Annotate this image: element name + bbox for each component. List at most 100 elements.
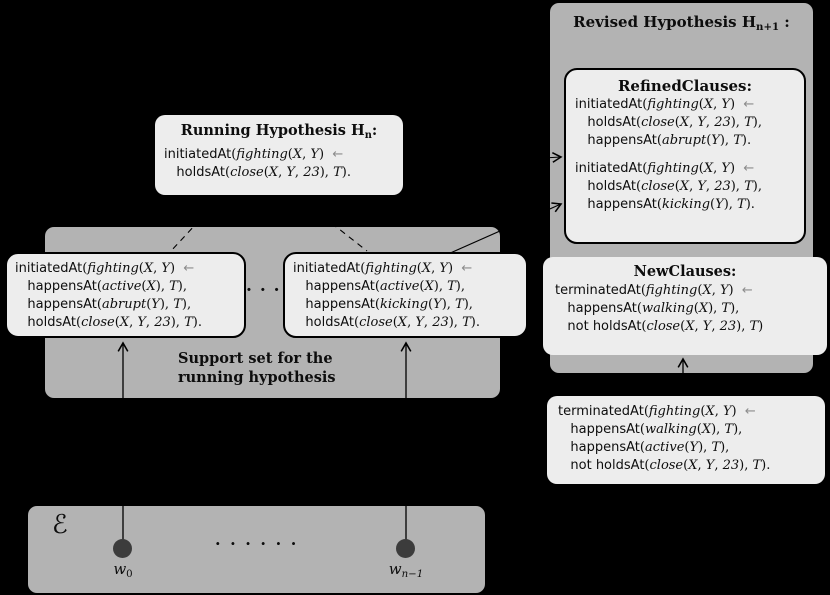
clause-line: happensAt(walking(X), T), bbox=[558, 421, 825, 439]
text-segment: ( bbox=[416, 261, 422, 276]
text-segment: , bbox=[713, 97, 722, 112]
text-segment: ), bbox=[719, 133, 734, 148]
text-segment: 0 bbox=[126, 568, 133, 580]
text-segment: ( bbox=[636, 301, 642, 316]
text-segment: Y bbox=[697, 115, 706, 130]
text-segment: w bbox=[113, 560, 127, 578]
text-segment: close bbox=[646, 319, 681, 334]
text-segment: ( bbox=[680, 319, 686, 334]
text-segment: X bbox=[703, 161, 714, 176]
text-segment: NewClauses: bbox=[633, 263, 737, 280]
text-segment: RefinedClauses: bbox=[617, 77, 753, 95]
clause-line: happensAt(walking(X), T), bbox=[555, 300, 827, 318]
text-segment: ( bbox=[639, 440, 645, 455]
text-segment: ( bbox=[146, 297, 152, 312]
text-segment: happensAt bbox=[558, 440, 640, 455]
text-segment: ( bbox=[642, 161, 648, 176]
text-segment: 23 bbox=[714, 115, 731, 130]
timeline-dot-wn1 bbox=[396, 539, 415, 558]
text-segment: : bbox=[779, 13, 790, 31]
text-segment: , bbox=[153, 261, 162, 276]
text-segment: , bbox=[302, 146, 311, 162]
text-segment: , bbox=[129, 315, 138, 330]
text-segment: X bbox=[119, 315, 130, 330]
clause-line: not holdsAt(close(X, Y, 23), T) bbox=[555, 318, 827, 336]
clause-line: holdsAt(close(X, Y, 23), T). bbox=[15, 314, 244, 332]
clause-line: happensAt(active(X), T), bbox=[293, 278, 526, 296]
examples-script-e-label: ℰ bbox=[52, 510, 68, 540]
text-segment: X bbox=[698, 301, 709, 316]
text-segment: ( bbox=[656, 133, 662, 148]
text-segment: ( bbox=[138, 261, 144, 276]
text-segment: ( bbox=[698, 161, 704, 176]
text-segment: Y bbox=[151, 297, 160, 312]
new-clauses-body: terminatedAt(fighting(X, Y) ← happensAt(… bbox=[543, 282, 827, 336]
text-segment: , bbox=[689, 179, 698, 194]
clause-line: happensAt(active(X), T), bbox=[15, 278, 244, 296]
text-segment: Y bbox=[161, 261, 170, 276]
window-wn1-label: wn−1 bbox=[374, 560, 438, 580]
text-segment: , bbox=[689, 115, 698, 130]
support-clause-left-body: initiatedAt(fighting(X, Y) ← happensAt(a… bbox=[15, 260, 244, 332]
text-segment: ( bbox=[82, 261, 88, 276]
text-segment: close bbox=[81, 315, 115, 330]
text-segment: initiatedAt bbox=[575, 97, 643, 112]
text-segment: T bbox=[749, 319, 759, 334]
text-segment: X bbox=[685, 319, 695, 334]
clause: terminatedAt(fighting(X, Y) ← happensAt(… bbox=[555, 282, 827, 336]
text-segment: X bbox=[421, 261, 432, 276]
text-segment: ), bbox=[463, 297, 473, 312]
text-segment: ( bbox=[287, 146, 293, 162]
text-segment: ← bbox=[743, 97, 755, 112]
text-segment: ). bbox=[341, 164, 351, 180]
text-segment: ( bbox=[683, 458, 689, 473]
text-segment: T bbox=[184, 315, 193, 330]
text-segment: ( bbox=[636, 179, 642, 194]
text-segment: ( bbox=[674, 115, 680, 130]
text-segment: Y bbox=[721, 161, 730, 176]
text-segment: T bbox=[462, 315, 471, 330]
clause-line: holdsAt(close(X, Y, 23), T). bbox=[293, 314, 526, 332]
text-segment: T bbox=[173, 297, 182, 312]
text-segment: X bbox=[268, 164, 279, 180]
text-segment: initiatedAt bbox=[15, 261, 83, 276]
text-segment: n−1 bbox=[401, 568, 424, 580]
text-segment: close bbox=[649, 458, 684, 473]
text-segment: ( bbox=[641, 319, 647, 334]
text-segment: Y bbox=[439, 261, 448, 276]
text-segment: n+1 bbox=[756, 20, 780, 33]
text-segment: walking bbox=[641, 301, 694, 316]
text-segment: ), bbox=[711, 422, 725, 437]
text-segment: holdsAt bbox=[293, 315, 354, 330]
text-segment: ), bbox=[752, 179, 762, 194]
text-segment: ← bbox=[183, 261, 195, 276]
text-segment: ( bbox=[76, 315, 82, 330]
text-segment: ), bbox=[319, 164, 334, 180]
text-segment: ), bbox=[181, 297, 192, 312]
clause-line: initiatedAt(fighting(X, Y) ← bbox=[575, 160, 804, 178]
text-segment: X bbox=[702, 283, 712, 298]
support-clause-box-right: initiatedAt(fighting(X, Y) ← happensAt(a… bbox=[283, 252, 528, 338]
text-segment: ( bbox=[96, 297, 102, 312]
text-segment: happensAt bbox=[15, 297, 97, 312]
text-segment: ), bbox=[730, 301, 740, 316]
text-segment: ) bbox=[729, 97, 744, 112]
text-segment: ) bbox=[758, 319, 764, 334]
clause-line: initiatedAt(fighting(X, Y) ← bbox=[15, 260, 244, 278]
text-segment: ( bbox=[684, 440, 690, 455]
timeline-dot-w0 bbox=[113, 539, 132, 558]
text-segment: ← bbox=[743, 161, 755, 176]
text-segment: ). bbox=[741, 133, 752, 148]
text-segment: ), bbox=[733, 422, 743, 437]
text-segment: 23 bbox=[722, 458, 740, 473]
text-segment: , bbox=[713, 161, 722, 176]
text-segment: ). bbox=[761, 458, 771, 473]
text-segment: ( bbox=[96, 279, 102, 294]
text-segment: initiatedAt bbox=[164, 146, 232, 162]
text-segment: Y bbox=[137, 315, 146, 330]
text-segment: ← bbox=[741, 283, 753, 298]
text-segment: Y bbox=[702, 319, 712, 334]
window-w0-label: w0 bbox=[91, 560, 155, 580]
text-segment: 23 bbox=[432, 315, 449, 330]
text-segment: n bbox=[364, 129, 372, 141]
